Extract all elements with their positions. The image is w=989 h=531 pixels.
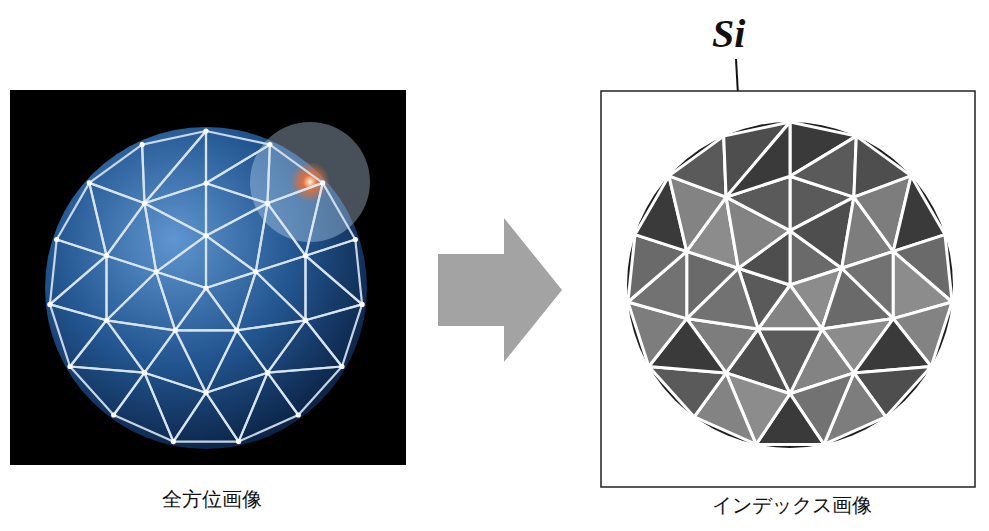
index-map (600, 90, 976, 488)
mesh-triangle (173, 393, 238, 442)
mesh-triangle (145, 131, 207, 203)
mesh-triangle (114, 373, 174, 442)
mesh-vertex (320, 180, 325, 185)
mesh-triangle (175, 288, 237, 330)
mesh-vertex (104, 318, 109, 323)
mesh-triangle (107, 256, 157, 321)
sky-dome (45, 127, 367, 449)
block-arrow (438, 218, 562, 362)
mesh-triangle (268, 145, 323, 204)
index-triangle (726, 122, 790, 197)
mesh-vertex (54, 237, 59, 242)
index-triangle (724, 122, 790, 197)
mesh-triangle (268, 367, 343, 416)
index-triangle (854, 319, 931, 373)
mesh-triangle (306, 240, 363, 305)
mesh-triangle (50, 240, 107, 305)
mesh-triangle (156, 236, 206, 288)
mesh-vertex (236, 439, 241, 444)
mesh-vertex (303, 318, 308, 323)
mesh-vertex (265, 201, 270, 206)
mesh-vertex (339, 364, 344, 369)
mesh-vertex (360, 302, 365, 307)
mesh-vertex (265, 370, 270, 375)
mesh-triangle (256, 203, 306, 271)
mesh-vertex (171, 439, 176, 444)
mesh-triangle (206, 183, 268, 235)
image-caption: インデックス画像 (600, 492, 984, 519)
mesh-vertex (173, 328, 178, 333)
region-label: Si (712, 14, 745, 54)
mesh-vertex (353, 237, 358, 242)
photo-ground (10, 90, 406, 465)
glare (250, 122, 370, 242)
mesh-triangle (306, 256, 363, 321)
index-triangle (669, 136, 726, 197)
mesh-triangle (306, 183, 356, 256)
mesh-vertex (142, 201, 147, 206)
mesh-triangle (107, 272, 176, 331)
mesh-vertex (111, 412, 116, 417)
mesh-vertex (203, 390, 208, 395)
mesh-triangle (256, 256, 306, 321)
mesh-triangle (237, 320, 306, 372)
mesh-triangle (268, 320, 343, 372)
mesh-triangle (206, 145, 270, 204)
mesh-vertex (203, 128, 208, 133)
mesh-triangle (145, 203, 207, 271)
mesh-vertex (87, 180, 92, 185)
mesh-triangle (89, 145, 144, 204)
mesh-triangle (206, 131, 270, 183)
mesh-triangle (145, 373, 207, 442)
mesh-vertex (253, 269, 258, 274)
mesh-vertex (296, 412, 301, 417)
mesh-vertex (154, 269, 159, 274)
mesh-triangle (239, 373, 299, 442)
mesh-vertex (203, 181, 208, 186)
mesh-vertex (140, 142, 145, 147)
omnidirectional-image: 全方位画像 (10, 90, 414, 525)
index-triangle (790, 136, 856, 197)
mesh-triangle (50, 256, 107, 321)
mesh-vertex (104, 253, 109, 258)
mesh-triangle (50, 304, 107, 366)
outer-region (627, 122, 953, 448)
mesh-vertex (47, 302, 52, 307)
mesh-vertex (203, 233, 208, 238)
mesh-triangle (70, 320, 145, 372)
index-image: インデックス画像 (600, 90, 984, 525)
mesh-vertex (267, 142, 272, 147)
mesh-triangle (175, 330, 237, 392)
sun-spot (290, 162, 330, 202)
mesh-triangle (107, 203, 157, 271)
mesh-vertex (142, 370, 147, 375)
index-triangle (649, 367, 726, 417)
sphere-photo (10, 90, 406, 465)
image-frame (601, 91, 975, 487)
mesh-triangle (70, 367, 145, 416)
mesh-vertex (67, 364, 72, 369)
mesh-vertex (234, 328, 239, 333)
mesh-vertex (303, 253, 308, 258)
mesh-triangle (142, 131, 206, 203)
mesh-vertex (203, 285, 208, 290)
image-caption: 全方位画像 (10, 486, 414, 513)
